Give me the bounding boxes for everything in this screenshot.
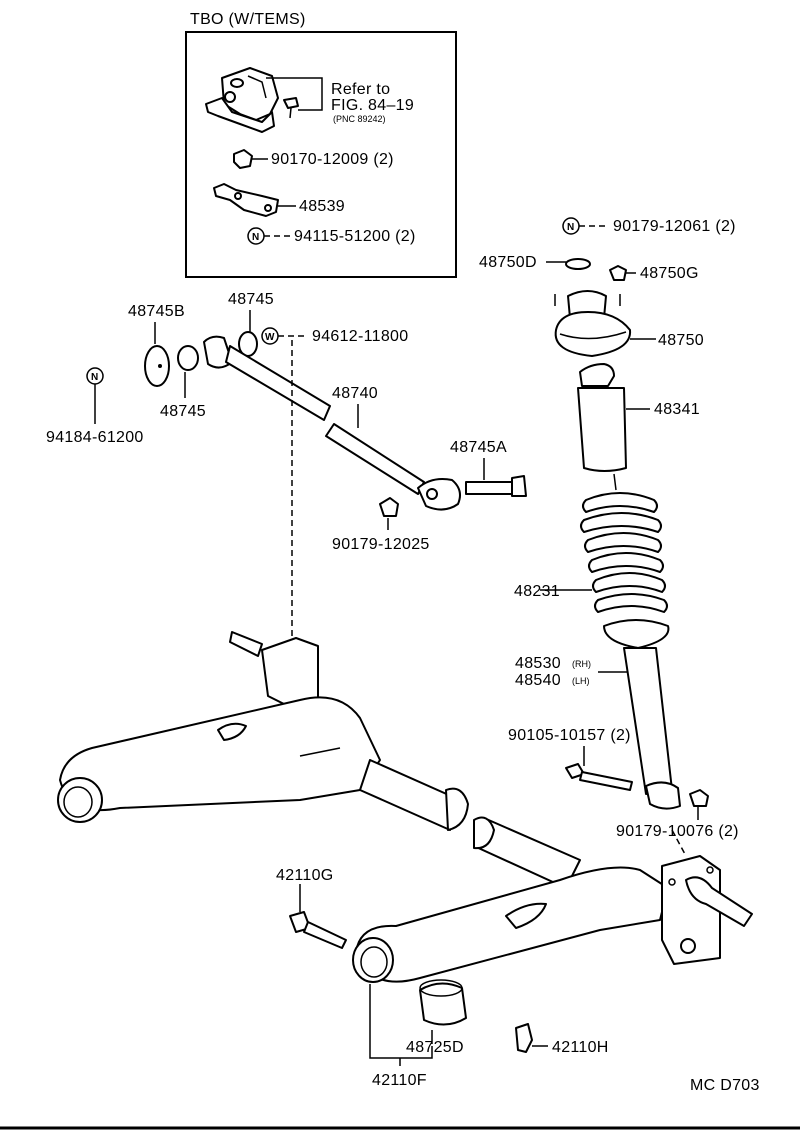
callout-90179-12061: 90179-12061 (2) xyxy=(613,218,736,235)
callout-48750G: 48750G xyxy=(640,265,699,282)
refer-line2: FIG. 84–19 xyxy=(331,97,414,114)
plate-48539-part xyxy=(213,183,279,217)
bolt-48745A-part xyxy=(465,475,527,497)
mount-bracket-part xyxy=(205,67,279,133)
coil-spring-48231-part xyxy=(580,473,670,649)
n-marker-94115: N xyxy=(247,227,265,245)
callout-48341: 48341 xyxy=(654,401,700,418)
callout-48530-rh: (RH) xyxy=(572,659,591,669)
bushing-48725D-part xyxy=(419,979,467,1026)
washer-48745B-part xyxy=(144,345,170,387)
callout-48745-lower: 48745 xyxy=(160,403,206,420)
callout-90170-12009: 90170-12009 (2) xyxy=(271,151,394,168)
nut-90170-part xyxy=(233,149,253,169)
svg-text:N: N xyxy=(91,372,98,383)
bolt-small-part xyxy=(283,97,299,119)
washer-48750D-part xyxy=(565,258,591,270)
callout-90105-10157: 90105-10157 (2) xyxy=(508,727,631,744)
callout-48750D: 48750D xyxy=(479,254,537,271)
svg-text:N: N xyxy=(567,222,574,233)
axle-beam-part xyxy=(57,631,753,983)
callout-94184-61200: 94184-61200 xyxy=(46,429,144,446)
refer-line3: (PNC 89242) xyxy=(333,114,386,124)
clip-42110H-part xyxy=(515,1023,533,1053)
diagram-code: MC D703 xyxy=(690,1077,760,1094)
callout-48539: 48539 xyxy=(299,198,345,215)
callout-48745A: 48745A xyxy=(450,439,507,456)
callout-48530: 48530 xyxy=(515,655,561,672)
lateral-rod-48740-part xyxy=(203,335,461,511)
callout-48750: 48750 xyxy=(658,332,704,349)
box-title: TBO (W/TEMS) xyxy=(190,11,306,28)
callout-90179-12025: 90179-12025 xyxy=(332,536,430,553)
bolt-42110G-part xyxy=(289,911,347,949)
callout-94115-51200: 94115-51200 (2) xyxy=(294,228,416,245)
callout-48540: 48540 xyxy=(515,672,561,689)
nut-90179-12025-part xyxy=(379,497,399,517)
nut-90179-10076-part xyxy=(689,789,709,807)
tbo-inset-box: TBO (W/TEMS) Refer to FIG. 84–19 (PNC 89… xyxy=(185,11,457,278)
callout-48725D: 48725D xyxy=(406,1039,464,1056)
n-marker-90179-12061: N xyxy=(562,217,580,235)
refer-line1: Refer to xyxy=(331,81,390,98)
shock-absorber-part xyxy=(623,647,681,810)
upper-mount-48750-part xyxy=(554,290,632,357)
callout-48745-upper: 48745 xyxy=(228,291,274,308)
callout-48540-lh: (LH) xyxy=(572,676,590,686)
callout-42110F: 42110F xyxy=(372,1072,427,1089)
callout-42110G: 42110G xyxy=(276,867,334,884)
svg-text:W: W xyxy=(265,332,275,343)
nut-48750G-part xyxy=(609,265,627,281)
bump-stop-48341-part xyxy=(577,363,627,472)
bushing-48745-lower-part xyxy=(177,345,199,371)
w-marker-94612: W xyxy=(261,327,279,345)
svg-text:N: N xyxy=(252,232,259,243)
callout-48740: 48740 xyxy=(332,385,378,402)
n-marker-94184: N xyxy=(86,367,104,385)
callout-90179-10076: 90179-10076 (2) xyxy=(616,823,739,840)
callout-48745B: 48745B xyxy=(128,303,185,320)
callout-48231: 48231 xyxy=(514,583,560,600)
bolt-90105-part xyxy=(565,763,633,791)
callout-94612-11800: 94612-11800 xyxy=(312,328,408,345)
callout-42110H: 42110H xyxy=(552,1039,609,1056)
